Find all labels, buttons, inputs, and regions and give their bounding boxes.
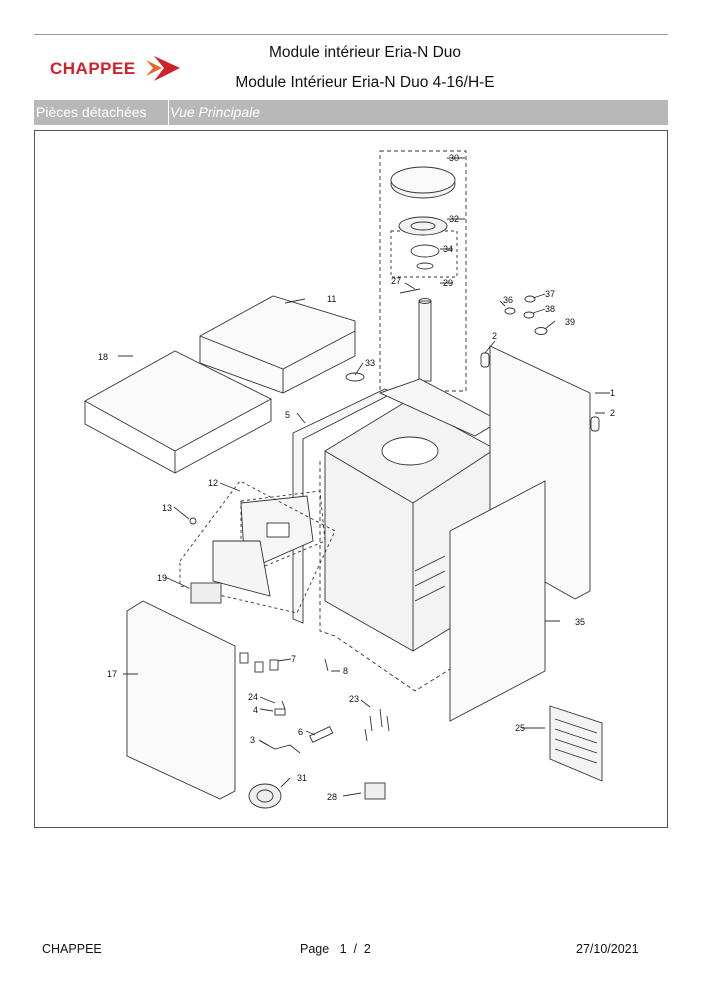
label-36: 36 bbox=[503, 295, 513, 305]
part-2-clip-a bbox=[480, 352, 490, 368]
section-bar: Pièces détachées Vue Principale bbox=[34, 100, 668, 125]
label-31: 31 bbox=[297, 773, 307, 783]
part-31-pump bbox=[248, 783, 282, 809]
part-2-clip-b bbox=[590, 416, 600, 432]
part-24 bbox=[281, 700, 286, 710]
label-33: 33 bbox=[365, 358, 375, 368]
label-23: 23 bbox=[349, 694, 359, 704]
label-13: 13 bbox=[162, 503, 172, 513]
label-7: 7 bbox=[291, 654, 296, 664]
part-19-display bbox=[190, 582, 222, 604]
part-6-rod bbox=[309, 726, 334, 743]
label-39: 39 bbox=[565, 317, 575, 327]
label-37: 37 bbox=[545, 289, 555, 299]
part-37 bbox=[524, 295, 536, 303]
header-rule bbox=[34, 34, 668, 35]
label-4: 4 bbox=[253, 705, 258, 715]
footer-date: 27/10/2021 bbox=[576, 942, 639, 956]
label-35: 35 bbox=[575, 617, 585, 627]
label-27: 27 bbox=[391, 276, 401, 286]
label-11: 11 bbox=[327, 294, 336, 304]
document-subtitle: Module Intérieur Eria-N Duo 4-16/H-E bbox=[235, 74, 495, 91]
part-4 bbox=[274, 708, 286, 716]
part-32-flange bbox=[398, 216, 448, 236]
label-38: 38 bbox=[545, 304, 555, 314]
label-32: 32 bbox=[449, 214, 459, 224]
part-7-c bbox=[269, 659, 279, 671]
exploded-diagram: 30 32 34 27 29 11 36 37 38 39 2 1 2 18 3… bbox=[34, 130, 668, 828]
label-30: 30 bbox=[449, 153, 459, 163]
part-34-seal bbox=[410, 244, 440, 258]
part-29-tube bbox=[418, 300, 432, 382]
label-1: 1 bbox=[610, 388, 615, 398]
document-title: Module intérieur Eria-N Duo bbox=[268, 44, 462, 61]
label-19: 19 bbox=[157, 573, 167, 583]
part-17-front-door bbox=[126, 600, 236, 800]
seal-group-outline bbox=[390, 230, 458, 278]
flue-group-outline bbox=[379, 150, 467, 392]
label-6: 6 bbox=[298, 727, 303, 737]
part-36 bbox=[504, 307, 516, 315]
label-17: 17 bbox=[107, 669, 117, 679]
part-38 bbox=[523, 311, 535, 319]
part-8 bbox=[324, 658, 329, 672]
brand-logo: CHAPPEE bbox=[50, 54, 190, 84]
brand-logo-text: CHAPPEE bbox=[50, 59, 136, 78]
part-25-grille bbox=[549, 705, 603, 782]
label-29: 29 bbox=[443, 278, 453, 288]
section-spare-parts: Pièces détachées bbox=[34, 100, 169, 125]
label-2-top: 2 bbox=[492, 331, 497, 341]
label-25: 25 bbox=[515, 723, 525, 733]
footer-company: CHAPPEE bbox=[42, 942, 102, 956]
part-39 bbox=[534, 327, 548, 335]
label-28: 28 bbox=[327, 792, 337, 802]
part-13-knob bbox=[189, 517, 197, 525]
part-28-valve bbox=[364, 782, 386, 800]
label-3: 3 bbox=[250, 735, 255, 745]
label-24: 24 bbox=[248, 692, 258, 702]
part-7-b bbox=[254, 661, 264, 673]
part-7-a bbox=[239, 652, 249, 664]
exploded-diagram-drawing: 30 32 34 27 29 11 36 37 38 39 2 1 2 18 3… bbox=[84, 150, 615, 809]
part-35-front-right-panel bbox=[449, 480, 546, 722]
logo-swoosh-icon bbox=[146, 56, 180, 81]
label-8: 8 bbox=[343, 666, 348, 676]
label-34: 34 bbox=[443, 244, 453, 254]
footer-page-number: Page 1 / 2 bbox=[300, 942, 371, 956]
label-5: 5 bbox=[285, 410, 290, 420]
section-main-view: Vue Principale bbox=[170, 104, 261, 120]
part-33-ring bbox=[345, 372, 365, 382]
label-2-side: 2 bbox=[610, 408, 615, 418]
part-3-spring bbox=[259, 740, 301, 754]
label-18: 18 bbox=[98, 352, 108, 362]
part-27-pin bbox=[399, 288, 421, 294]
part-23-screws bbox=[364, 708, 390, 742]
label-12: 12 bbox=[208, 478, 218, 488]
